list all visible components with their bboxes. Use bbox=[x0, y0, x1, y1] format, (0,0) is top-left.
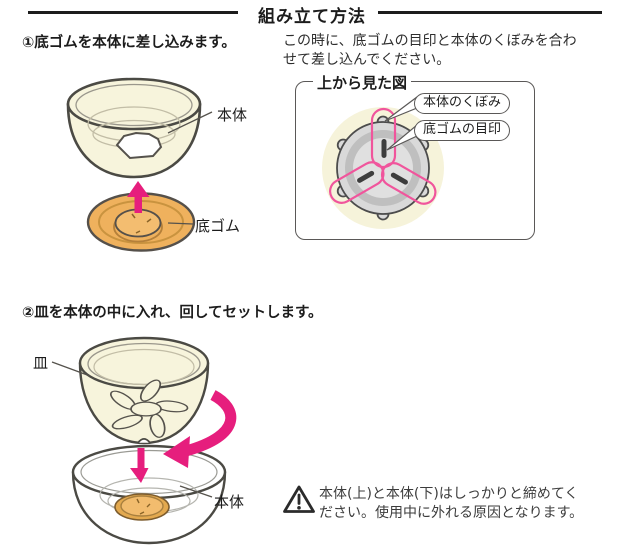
step1-label-rubber: 底ゴム bbox=[195, 217, 241, 235]
plate-fins bbox=[109, 379, 189, 438]
step2-label-body: 本体 bbox=[214, 493, 245, 511]
insert-up-arrow bbox=[127, 181, 150, 213]
body-bowl bbox=[66, 77, 202, 179]
rubber-marks bbox=[357, 139, 408, 185]
step2-label-plate: 皿 bbox=[33, 354, 49, 372]
leader-plate bbox=[51, 361, 91, 377]
step1-note-line1: この時に、底ゴムの目印と本体のくぼみを合わ bbox=[283, 33, 577, 49]
page-title: 組み立て方法 bbox=[258, 7, 366, 27]
plate-bowl bbox=[78, 336, 210, 445]
title-rule-right bbox=[378, 11, 602, 14]
warning-line2: ださい。使用中に外れる原因となります。 bbox=[319, 504, 584, 521]
step1-heading: ①底ゴムを本体に差し込みます。 bbox=[22, 35, 236, 51]
step1-note: この時に、底ゴムの目印と本体のくぼみを合わ せて差し込んでください。 bbox=[283, 32, 577, 70]
warning-icon bbox=[283, 485, 315, 513]
bowl-octagon-hole bbox=[115, 131, 163, 160]
lower-body-bowl bbox=[71, 444, 227, 545]
step2-illustration bbox=[51, 336, 237, 545]
leader-body bbox=[167, 111, 213, 134]
step1-note-line2: せて差し込んでください。 bbox=[283, 52, 451, 68]
leader-rubber bbox=[167, 222, 194, 225]
callout-rubber-mark: 底ゴムの目印 bbox=[414, 120, 511, 141]
topview-diagram bbox=[322, 95, 444, 229]
callout-body-notch: 本体のくぼみ bbox=[414, 93, 511, 114]
rotate-arrow bbox=[163, 390, 237, 468]
insert-down-arrow bbox=[130, 448, 149, 483]
title-rule-left bbox=[28, 11, 238, 14]
warning-line1: 本体(上)と本体(下)はしっかりと締めてく bbox=[319, 486, 579, 502]
pink-highlight-pills bbox=[329, 107, 437, 205]
step1-label-body: 本体 bbox=[217, 106, 248, 124]
warning-text: 本体(上)と本体(下)はしっかりと締めてく ださい。使用中に外れる原因となります… bbox=[319, 485, 583, 522]
step2-heading: ②皿を本体の中に入れ、回してセットします。 bbox=[22, 305, 323, 321]
step1-illustration bbox=[66, 77, 213, 252]
topview-title: 上から見た図 bbox=[313, 72, 412, 93]
leader-lower-body bbox=[179, 485, 213, 498]
plate-notch bbox=[137, 438, 151, 444]
